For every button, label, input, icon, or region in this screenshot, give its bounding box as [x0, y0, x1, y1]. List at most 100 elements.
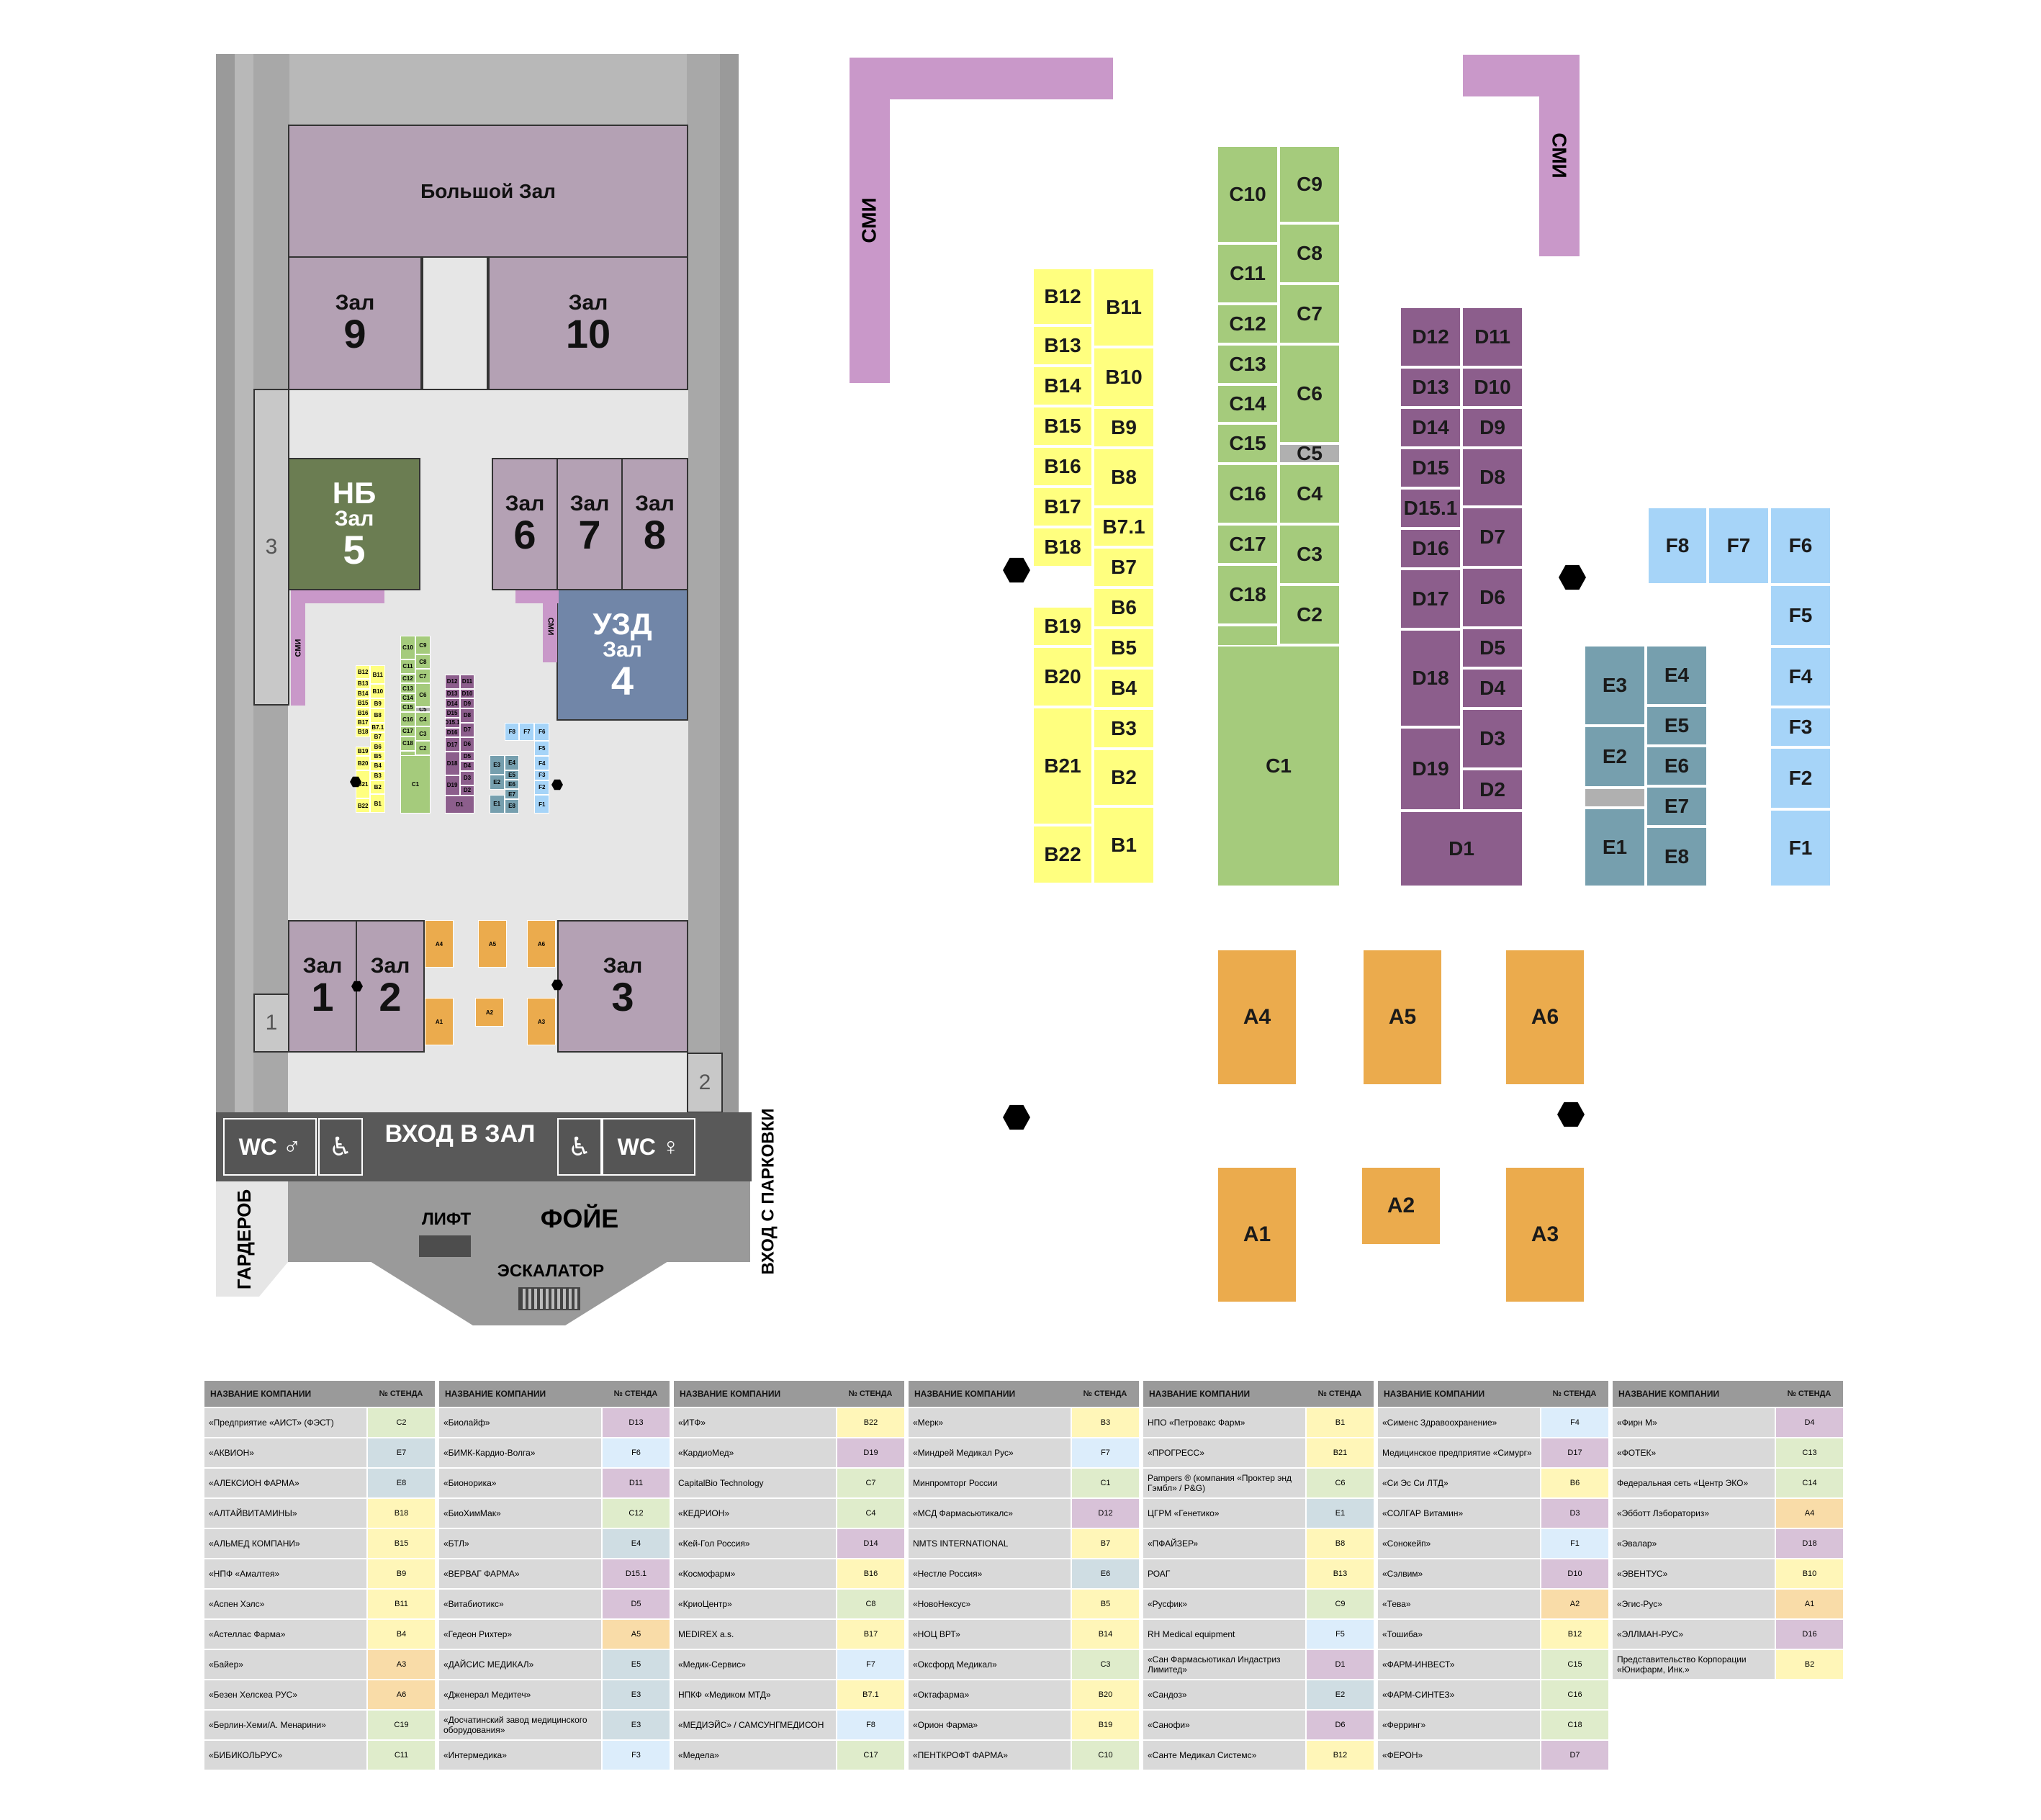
stand-number[interactable]: B14 — [1071, 1619, 1139, 1650]
stand-b6[interactable]: B6 — [1093, 587, 1155, 628]
stand-d9[interactable]: D9 — [1461, 407, 1523, 448]
stand-c10[interactable]: C10 — [1217, 145, 1279, 243]
stand-c11[interactable]: C11 — [1217, 243, 1279, 304]
stand-number[interactable]: C2 — [366, 1407, 435, 1438]
stand-e1[interactable]: E1 — [1584, 808, 1646, 887]
stand-b19[interactable]: B19 — [1032, 606, 1093, 647]
stand-number[interactable]: D7 — [1540, 1740, 1608, 1771]
stand-number[interactable]: B15 — [366, 1528, 435, 1559]
stand-d1[interactable]: D1 — [1400, 811, 1523, 887]
stand-f5[interactable]: F5 — [1770, 585, 1832, 647]
stand-number[interactable]: A6 — [366, 1680, 435, 1711]
stand-number[interactable]: D16 — [1775, 1619, 1843, 1650]
stand-c13[interactable]: C13 — [1217, 344, 1279, 384]
stand-number[interactable]: B3 — [1071, 1407, 1139, 1438]
stand-e4[interactable]: E4 — [1646, 645, 1708, 706]
stand-number[interactable]: B5 — [1071, 1589, 1139, 1620]
stand-number[interactable]: C19 — [366, 1710, 435, 1741]
stand-e8[interactable]: E8 — [1646, 826, 1708, 887]
stand-number[interactable]: F8 — [836, 1710, 904, 1741]
stand-number[interactable]: B16 — [836, 1559, 904, 1590]
stand-number[interactable]: E8 — [366, 1468, 435, 1499]
stand-d5[interactable]: D5 — [1461, 628, 1523, 668]
stand-c14[interactable]: C14 — [1217, 384, 1279, 423]
stand-number[interactable]: C17 — [836, 1740, 904, 1771]
stand-number[interactable]: E2 — [1305, 1680, 1374, 1711]
stand-number[interactable]: C13 — [1775, 1438, 1843, 1469]
stand-number[interactable]: C9 — [1305, 1589, 1374, 1620]
stand-number[interactable]: D15.1 — [601, 1559, 670, 1590]
stand-e5[interactable]: E5 — [1646, 706, 1708, 746]
stand-c12[interactable]: C12 — [1217, 304, 1279, 344]
stand-c1[interactable]: C1 — [1217, 645, 1341, 887]
stand-a6[interactable]: A6 — [1505, 949, 1585, 1086]
stand-b10[interactable]: B10 — [1093, 347, 1155, 407]
stand-b17[interactable]: B17 — [1032, 487, 1093, 527]
stand-c8[interactable]: C8 — [1279, 223, 1341, 284]
stand-number[interactable]: B7 — [1071, 1528, 1139, 1559]
stand-number[interactable]: D6 — [1305, 1710, 1374, 1741]
stand-number[interactable]: B12 — [1305, 1740, 1374, 1771]
stand-d19[interactable]: D19 — [1400, 727, 1461, 811]
stand-number[interactable]: F7 — [836, 1649, 904, 1680]
stand-number[interactable]: E3 — [601, 1710, 670, 1741]
stand-number[interactable]: B11 — [366, 1589, 435, 1620]
stand-c6[interactable]: C6 — [1279, 344, 1341, 443]
stand-d15[interactable]: D15 — [1400, 448, 1461, 488]
stand-number[interactable]: A1 — [1775, 1589, 1843, 1620]
stand-number[interactable]: B2 — [1775, 1649, 1843, 1680]
stand-number[interactable]: D12 — [1071, 1498, 1139, 1529]
stand-number[interactable]: E7 — [366, 1438, 435, 1469]
stand-number[interactable]: B4 — [366, 1619, 435, 1650]
stand-f2[interactable]: F2 — [1770, 747, 1832, 809]
stand-number[interactable]: F7 — [1071, 1438, 1139, 1469]
stand-f7[interactable]: F7 — [1708, 507, 1770, 585]
stand-b7-1[interactable]: B7.1 — [1093, 507, 1155, 547]
stand-number[interactable]: F3 — [601, 1740, 670, 1771]
stand-b2[interactable]: B2 — [1093, 749, 1155, 806]
stand-f8[interactable]: F8 — [1647, 507, 1708, 585]
stand-a5[interactable]: A5 — [1362, 949, 1443, 1086]
stand-number[interactable]: C11 — [366, 1740, 435, 1771]
stand-b16[interactable]: B16 — [1032, 446, 1093, 487]
stand-number[interactable]: F1 — [1540, 1528, 1608, 1559]
stand-d12[interactable]: D12 — [1400, 307, 1461, 367]
stand-number[interactable]: E3 — [601, 1680, 670, 1711]
stand-number[interactable]: E1 — [1305, 1498, 1374, 1529]
stand-a1[interactable]: A1 — [1217, 1166, 1297, 1303]
stand-c3[interactable]: C3 — [1279, 524, 1341, 585]
stand-number[interactable]: A2 — [1540, 1589, 1608, 1620]
stand-number[interactable]: B21 — [1305, 1438, 1374, 1469]
stand-c7[interactable]: C7 — [1279, 284, 1341, 344]
stand-number[interactable]: C16 — [1540, 1680, 1608, 1711]
stand-b22[interactable]: B22 — [1032, 825, 1093, 884]
stand-d16[interactable]: D16 — [1400, 528, 1461, 569]
stand-f4[interactable]: F4 — [1770, 647, 1832, 707]
stand-number[interactable]: C12 — [601, 1498, 670, 1529]
stand-d3[interactable]: D3 — [1461, 708, 1523, 769]
stand-number[interactable]: D10 — [1540, 1559, 1608, 1590]
stand-number[interactable]: C10 — [1071, 1740, 1139, 1771]
stand-b11[interactable]: B11 — [1093, 268, 1155, 347]
stand-b7[interactable]: B7 — [1093, 547, 1155, 587]
stand-e3[interactable]: E3 — [1584, 645, 1646, 726]
stand-e6[interactable]: E6 — [1646, 746, 1708, 786]
stand-number[interactable]: C7 — [836, 1468, 904, 1499]
stand-number[interactable]: D14 — [836, 1528, 904, 1559]
stand-number[interactable]: C15 — [1540, 1649, 1608, 1680]
stand-number[interactable]: B19 — [1071, 1710, 1139, 1741]
stand-c17[interactable]: C17 — [1217, 524, 1279, 564]
stand-b21[interactable]: B21 — [1032, 707, 1093, 825]
stand-d13[interactable]: D13 — [1400, 367, 1461, 407]
stand-number[interactable]: D18 — [1775, 1528, 1843, 1559]
stand-d18[interactable]: D18 — [1400, 629, 1461, 727]
stand-number[interactable]: B6 — [1540, 1468, 1608, 1499]
stand-number[interactable]: B7.1 — [836, 1680, 904, 1711]
stand-f1[interactable]: F1 — [1770, 809, 1832, 887]
stand-number[interactable]: D11 — [601, 1468, 670, 1499]
stand-d15-1[interactable]: D15.1 — [1400, 488, 1461, 528]
stand-number[interactable]: B12 — [1540, 1619, 1608, 1650]
stand-number[interactable]: B20 — [1071, 1680, 1139, 1711]
stand-b8[interactable]: B8 — [1093, 448, 1155, 507]
stand-number[interactable]: C1 — [1071, 1468, 1139, 1499]
